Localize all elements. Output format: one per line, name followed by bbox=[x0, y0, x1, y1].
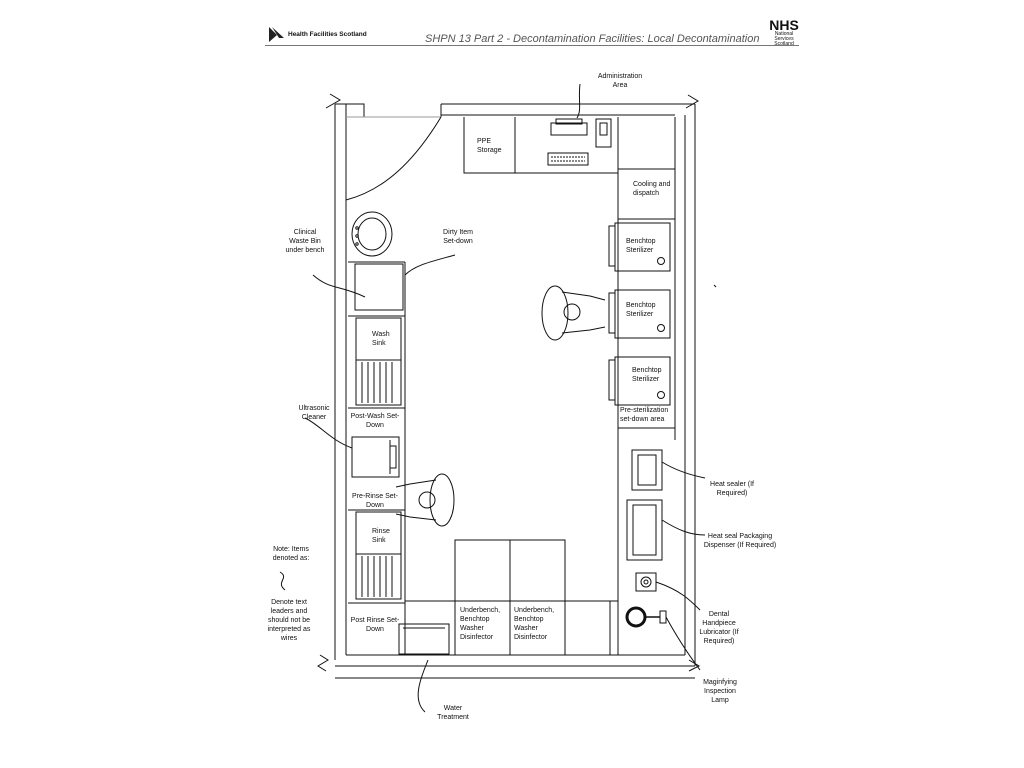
health-facilities-scotland-logo: Health Facilities Scotland bbox=[268, 26, 388, 44]
org-name: Health Facilities Scotland bbox=[288, 31, 367, 38]
label-clinical-waste-bin: Clinical Waste Bin under bench bbox=[285, 229, 325, 254]
label-pre-rinse-set-down: Pre-Rinse Set-Down bbox=[352, 493, 398, 509]
bottom-bench bbox=[398, 539, 618, 655]
label-ppe-storage: PPE Storage bbox=[477, 138, 502, 154]
hfs-logo-icon bbox=[269, 27, 284, 42]
operator-figure-left bbox=[395, 473, 455, 527]
label-water-treatment: Water Treatment bbox=[437, 705, 469, 721]
operator-figure-right bbox=[541, 285, 606, 341]
label-heat-sealer: Heat sealer (If Required) bbox=[710, 481, 754, 497]
nhs-logo-text: NHS bbox=[769, 17, 799, 33]
label-post-wash-set-down: Post-Wash Set-Down bbox=[350, 413, 400, 429]
label-magnifying-lamp: Maginfying Inspection Lamp bbox=[703, 679, 737, 704]
header-rule bbox=[265, 45, 799, 46]
label-pre-sterilization: Pre-sterilization set-down area bbox=[620, 407, 669, 423]
nhs-subtitle: National Services Scotland bbox=[774, 31, 794, 47]
nhs-logo: NHS National Services Scotland bbox=[768, 18, 800, 47]
label-washer-disinfector-1: Underbench, Benchtop Washer Disinfector bbox=[460, 607, 501, 641]
label-ultrasonic-cleaner: Ultrasonic Cleaner bbox=[298, 405, 330, 421]
right-bench bbox=[608, 168, 675, 655]
label-handpiece-lubricator: Dental Handpiece Lubricator (If Required… bbox=[699, 611, 739, 645]
label-cooling-dispatch: Cooling and dispatch bbox=[633, 181, 671, 197]
left-bench bbox=[348, 211, 406, 655]
label-rinse-sink: Rinse Sink bbox=[372, 528, 390, 544]
label-heat-seal-dispenser: Heat seal Packaging Dispenser (If Requir… bbox=[703, 533, 777, 549]
label-note: Note: Items denoted as: bbox=[272, 546, 310, 562]
label-dirty-item-set-down: Dirty Item Set-down bbox=[443, 229, 473, 245]
document-title: SHPN 13 Part 2 - Decontamination Facilit… bbox=[425, 33, 760, 45]
label-wash-sink: Wash Sink bbox=[372, 331, 390, 347]
label-note-leaders: Denote text leaders and should not be in… bbox=[267, 599, 311, 642]
text-leaders bbox=[279, 83, 717, 713]
label-benchtop-sterilizer-1: Benchtop Sterilizer bbox=[626, 238, 656, 254]
label-benchtop-sterilizer-2: Benchtop Sterilizer bbox=[626, 302, 656, 318]
top-bench bbox=[463, 117, 676, 440]
label-post-rinse-set-down: Post Rinse Set-Down bbox=[350, 617, 400, 633]
label-benchtop-sterilizer-3: Benchtop Sterilizer bbox=[632, 367, 662, 383]
room-walls bbox=[317, 93, 701, 679]
label-washer-disinfector-2: Underbench, Benchtop Washer Disinfector bbox=[514, 607, 555, 641]
label-administration-area: Administration Area bbox=[597, 73, 643, 89]
